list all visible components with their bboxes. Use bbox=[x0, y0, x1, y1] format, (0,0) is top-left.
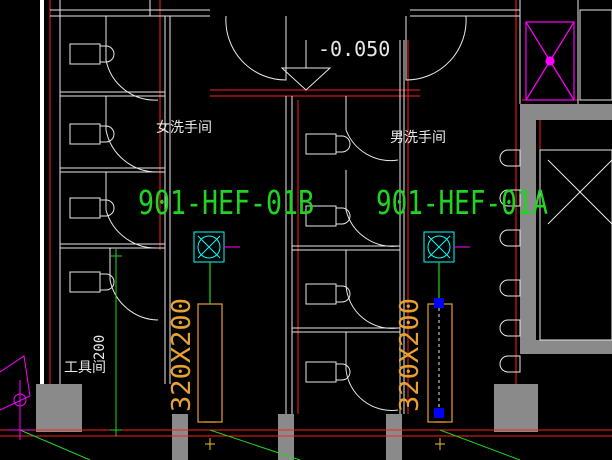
wall-right-top bbox=[520, 104, 612, 120]
room-label-womens: 女洗手间 bbox=[156, 119, 212, 136]
shaft bbox=[525, 21, 575, 101]
column-mid-left bbox=[172, 414, 188, 460]
duct-node-top bbox=[434, 298, 444, 308]
duct-size-right: 320X200 bbox=[395, 298, 425, 412]
column-right bbox=[494, 384, 538, 432]
column-mid bbox=[278, 414, 294, 460]
level-marker: -0.050 bbox=[280, 37, 390, 91]
red-lines bbox=[0, 0, 612, 437]
urinals bbox=[499, 149, 521, 373]
dimension-text: 200 bbox=[92, 335, 108, 360]
door-swings bbox=[105, 15, 467, 411]
duct-node-bottom bbox=[434, 408, 444, 418]
column-left bbox=[36, 384, 82, 432]
level-text: -0.050 bbox=[318, 37, 390, 61]
wall-right-side bbox=[520, 104, 536, 354]
room-label-janitor: 工具间 bbox=[64, 360, 106, 376]
room-label-mens: 男洗手间 bbox=[390, 130, 446, 146]
dimension: 200 bbox=[92, 248, 122, 436]
fan-tag-right: 901-HEF-01A bbox=[376, 183, 548, 222]
corner-fixture bbox=[0, 355, 34, 440]
anchor-marks bbox=[205, 438, 445, 450]
walls bbox=[40, 0, 612, 414]
leaders bbox=[19, 429, 521, 460]
fan-tag-left: 901-HEF-01B bbox=[138, 183, 314, 222]
ducts bbox=[197, 262, 453, 423]
column-mid-right bbox=[386, 414, 402, 460]
duct-size-left: 320X200 bbox=[167, 298, 197, 412]
exhaust-fan-left bbox=[193, 231, 240, 263]
toilets-mens bbox=[305, 133, 351, 383]
toilets-womens bbox=[69, 43, 115, 293]
wall-right-bottom bbox=[520, 340, 612, 354]
structure bbox=[36, 104, 612, 460]
